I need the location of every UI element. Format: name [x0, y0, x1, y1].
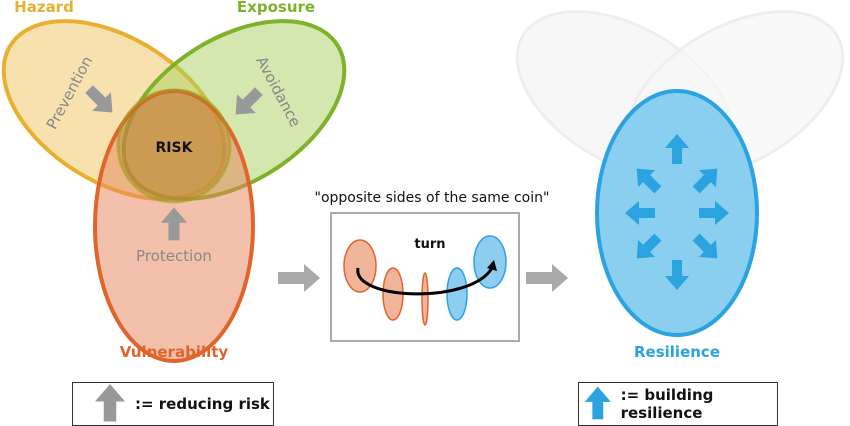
right-arrow-icon: [526, 264, 568, 292]
coin-edge: [421, 272, 429, 326]
legend-reducing-risk: := reducing risk: [72, 382, 274, 426]
risk-circle: [116, 88, 232, 204]
blue-arrow-icon: [584, 386, 611, 420]
turn-arrowhead-icon: [487, 260, 497, 271]
legend-building-text: := building resilience: [620, 386, 714, 422]
vulnerability-label: Vulnerability: [120, 343, 229, 361]
legend-building-resilience: := building resilience: [578, 382, 778, 426]
risk-label: RISK: [156, 140, 194, 156]
exposure-label: Exposure: [237, 0, 315, 16]
coin-blue: [473, 235, 507, 289]
turn-arrow-icon: [356, 267, 494, 296]
hazard-label: Hazard: [14, 0, 74, 16]
protection-label: Protection: [136, 247, 212, 265]
turn-label: turn: [414, 237, 445, 252]
gray-arrow-icon: [95, 384, 125, 422]
coin-blue-tilted: [446, 267, 468, 321]
right-arrow-icon: [278, 264, 320, 292]
coin-caption: "opposite sides of the same coin": [315, 190, 550, 206]
coin-orange: [343, 239, 377, 293]
legend-reducing-text: := reducing risk: [135, 395, 270, 413]
resilience-label: Resilience: [634, 343, 720, 361]
resilience-ellipse: [595, 89, 759, 337]
